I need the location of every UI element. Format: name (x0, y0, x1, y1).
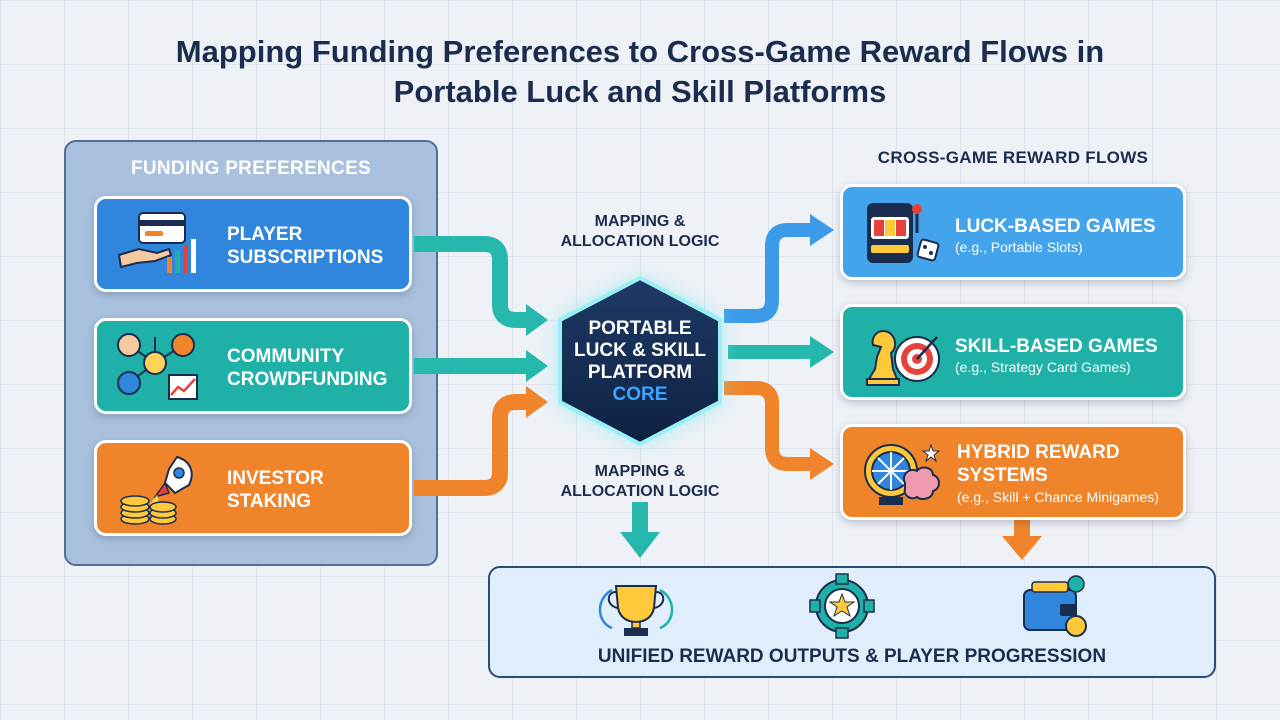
funding-preferences-heading: FUNDING PREFERENCES (130, 158, 372, 179)
arrow-core-to-outputs (620, 502, 660, 558)
arrow-core-to-hybrid (724, 381, 834, 480)
community-network-icon (117, 333, 198, 400)
arrow-subscriptions-to-core (414, 236, 548, 336)
card-hybrid-reward-systems-example: (e.g., Skill + Chance Minigames) (957, 489, 1159, 505)
title-line-2: Portable Luck and Skill Platforms (393, 74, 887, 109)
platform-core-hexagon (558, 275, 722, 447)
wheel-brain-icon (864, 443, 941, 505)
arrow-core-to-skill (728, 336, 834, 368)
unified-outputs-label: UNIFIED REWARD OUTPUTS & PLAYER PROGRESS… (597, 646, 1107, 667)
arrow-core-to-luck (724, 214, 834, 323)
platform-core-label: PORTABLE LUCK & SKILL PLATFORM CORE (574, 318, 706, 405)
title-line-1: Mapping Funding Preferences to Cross-Gam… (175, 34, 1105, 69)
card-player-subscriptions-label: PLAYER SUBSCRIPTIONS (227, 224, 384, 268)
card-luck-based-games-label: LUCK-BASED GAMES (955, 216, 1156, 237)
payment-card-hand-icon (117, 212, 196, 273)
card-community-crowdfunding-label: COMMUNITY CROWDFUNDING (227, 346, 388, 390)
allocation-logic-bottom: MAPPING & ALLOCATION LOGIC (560, 463, 720, 500)
card-skill-based-games-example: (e.g., Strategy Card Games) (955, 359, 1131, 375)
page-title: Mapping Funding Preferences to Cross-Gam… (0, 32, 1280, 112)
card-investor-staking-label: INVESTOR STAKING (227, 468, 324, 512)
arrow-hybrid-to-outputs (1002, 518, 1042, 560)
reward-flows-heading: CROSS-GAME REWARD FLOWS (877, 148, 1149, 167)
card-community-crowdfunding[interactable]: COMMUNITY CROWDFUNDING (94, 318, 412, 414)
card-luck-based-games-example: (e.g., Portable Slots) (955, 239, 1083, 255)
card-investor-staking[interactable]: INVESTOR STAKING (94, 440, 412, 536)
arrow-staking-to-core (414, 386, 548, 496)
card-skill-based-games-label: SKILL-BASED GAMES (955, 336, 1158, 357)
slot-machine-icon (867, 203, 940, 263)
card-hybrid-reward-systems-label: HYBRID REWARD SYSTEMS (957, 442, 1120, 486)
allocation-logic-top: MAPPING & ALLOCATION LOGIC (560, 213, 720, 250)
card-hybrid-reward-systems[interactable]: HYBRID REWARD SYSTEMS (e.g., Skill + Cha… (840, 424, 1186, 520)
rocket-coins-icon (120, 455, 193, 525)
arrow-crowdfunding-to-core (414, 350, 548, 382)
card-skill-based-games[interactable]: SKILL-BASED GAMES (e.g., Strategy Card G… (840, 304, 1186, 400)
card-luck-based-games[interactable]: LUCK-BASED GAMES (e.g., Portable Slots) (840, 184, 1186, 280)
chess-target-icon (866, 329, 940, 386)
card-player-subscriptions[interactable]: PLAYER SUBSCRIPTIONS (94, 196, 412, 292)
